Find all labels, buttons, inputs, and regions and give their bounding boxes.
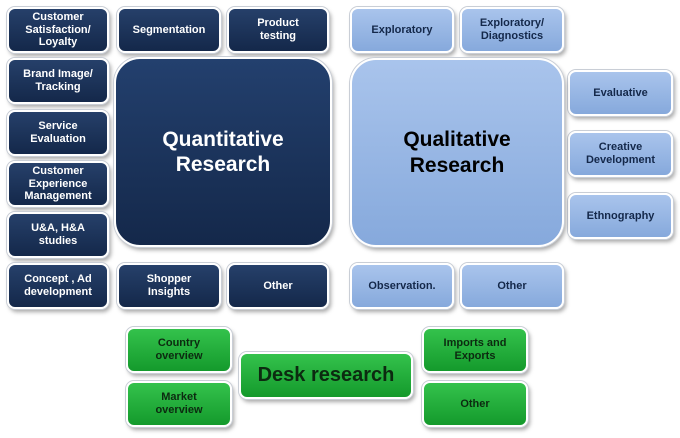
desk-item-label: Other bbox=[460, 397, 490, 410]
qual-item-ethnography: Ethnography bbox=[568, 193, 673, 239]
qual-item-label: Ethnography bbox=[586, 209, 655, 222]
qual-item-label: Exploratory/ Diagnostics bbox=[479, 17, 545, 42]
desk-research-center: Desk research bbox=[239, 352, 413, 399]
quant-item-label: Segmentation bbox=[132, 23, 206, 36]
qual-item-label: Other bbox=[497, 279, 527, 292]
quant-item-brand-image: Brand Image/ Tracking bbox=[7, 58, 109, 104]
qual-item-exploratory: Exploratory bbox=[350, 7, 454, 53]
quant-item-label: Product testing bbox=[257, 17, 299, 42]
qual-item-observation: Observation. bbox=[350, 263, 454, 309]
desk-item-country-overview: Country overview bbox=[126, 327, 232, 373]
qual-item-exploratory-diagnostics: Exploratory/ Diagnostics bbox=[460, 7, 564, 53]
desk-item-label: Imports and Exports bbox=[443, 337, 507, 362]
quantitative-title: Quantitative Research bbox=[162, 127, 284, 176]
desk-item-label: Country overview bbox=[155, 337, 203, 362]
quant-item-label: Service Evaluation bbox=[30, 120, 86, 145]
qual-item-label: Evaluative bbox=[593, 86, 648, 99]
qualitative-title: Qualitative Research bbox=[403, 128, 511, 177]
quant-item-label: U&A, H&A studies bbox=[31, 222, 85, 247]
qual-item-other: Other bbox=[460, 263, 564, 309]
qual-item-evaluative: Evaluative bbox=[568, 70, 673, 116]
qual-item-label: Creative Development bbox=[585, 141, 656, 166]
qual-item-label: Observation. bbox=[368, 279, 436, 292]
quant-item-shopper-insights: Shopper Insights bbox=[117, 263, 221, 309]
quant-item-label: Customer Satisfaction/ Loyalty bbox=[25, 11, 91, 49]
qual-item-creative-development: Creative Development bbox=[568, 131, 673, 177]
quant-item-label: Brand Image/ Tracking bbox=[23, 68, 93, 93]
quant-item-ua-ha-studies: U&A, H&A studies bbox=[7, 212, 109, 258]
qual-item-label: Exploratory bbox=[371, 23, 433, 36]
quant-item-label: Other bbox=[263, 279, 293, 292]
desk-item-label: Market overview bbox=[155, 391, 203, 416]
quant-item-label: Customer Experience Management bbox=[24, 165, 92, 203]
quant-item-label: Shopper Insights bbox=[146, 273, 192, 298]
quant-item-label: Concept , Ad development bbox=[24, 273, 92, 298]
quant-item-other: Other bbox=[227, 263, 329, 309]
quant-item-segmentation: Segmentation bbox=[117, 7, 221, 53]
quant-item-customer-satisfaction: Customer Satisfaction/ Loyalty bbox=[7, 7, 109, 53]
desk-item-imports-exports: Imports and Exports bbox=[422, 327, 528, 373]
desk-item-market-overview: Market overview bbox=[126, 381, 232, 427]
quant-item-service-evaluation: Service Evaluation bbox=[7, 110, 109, 156]
quant-item-concept-ad: Concept , Ad development bbox=[7, 263, 109, 309]
desk-item-other: Other bbox=[422, 381, 528, 427]
quant-item-customer-experience: Customer Experience Management bbox=[7, 161, 109, 207]
desk-title: Desk research bbox=[257, 364, 395, 386]
quantitative-research-center: Quantitative Research bbox=[114, 57, 332, 247]
quant-item-product-testing: Product testing bbox=[227, 7, 329, 53]
qualitative-research-center: Qualitative Research bbox=[350, 58, 564, 247]
